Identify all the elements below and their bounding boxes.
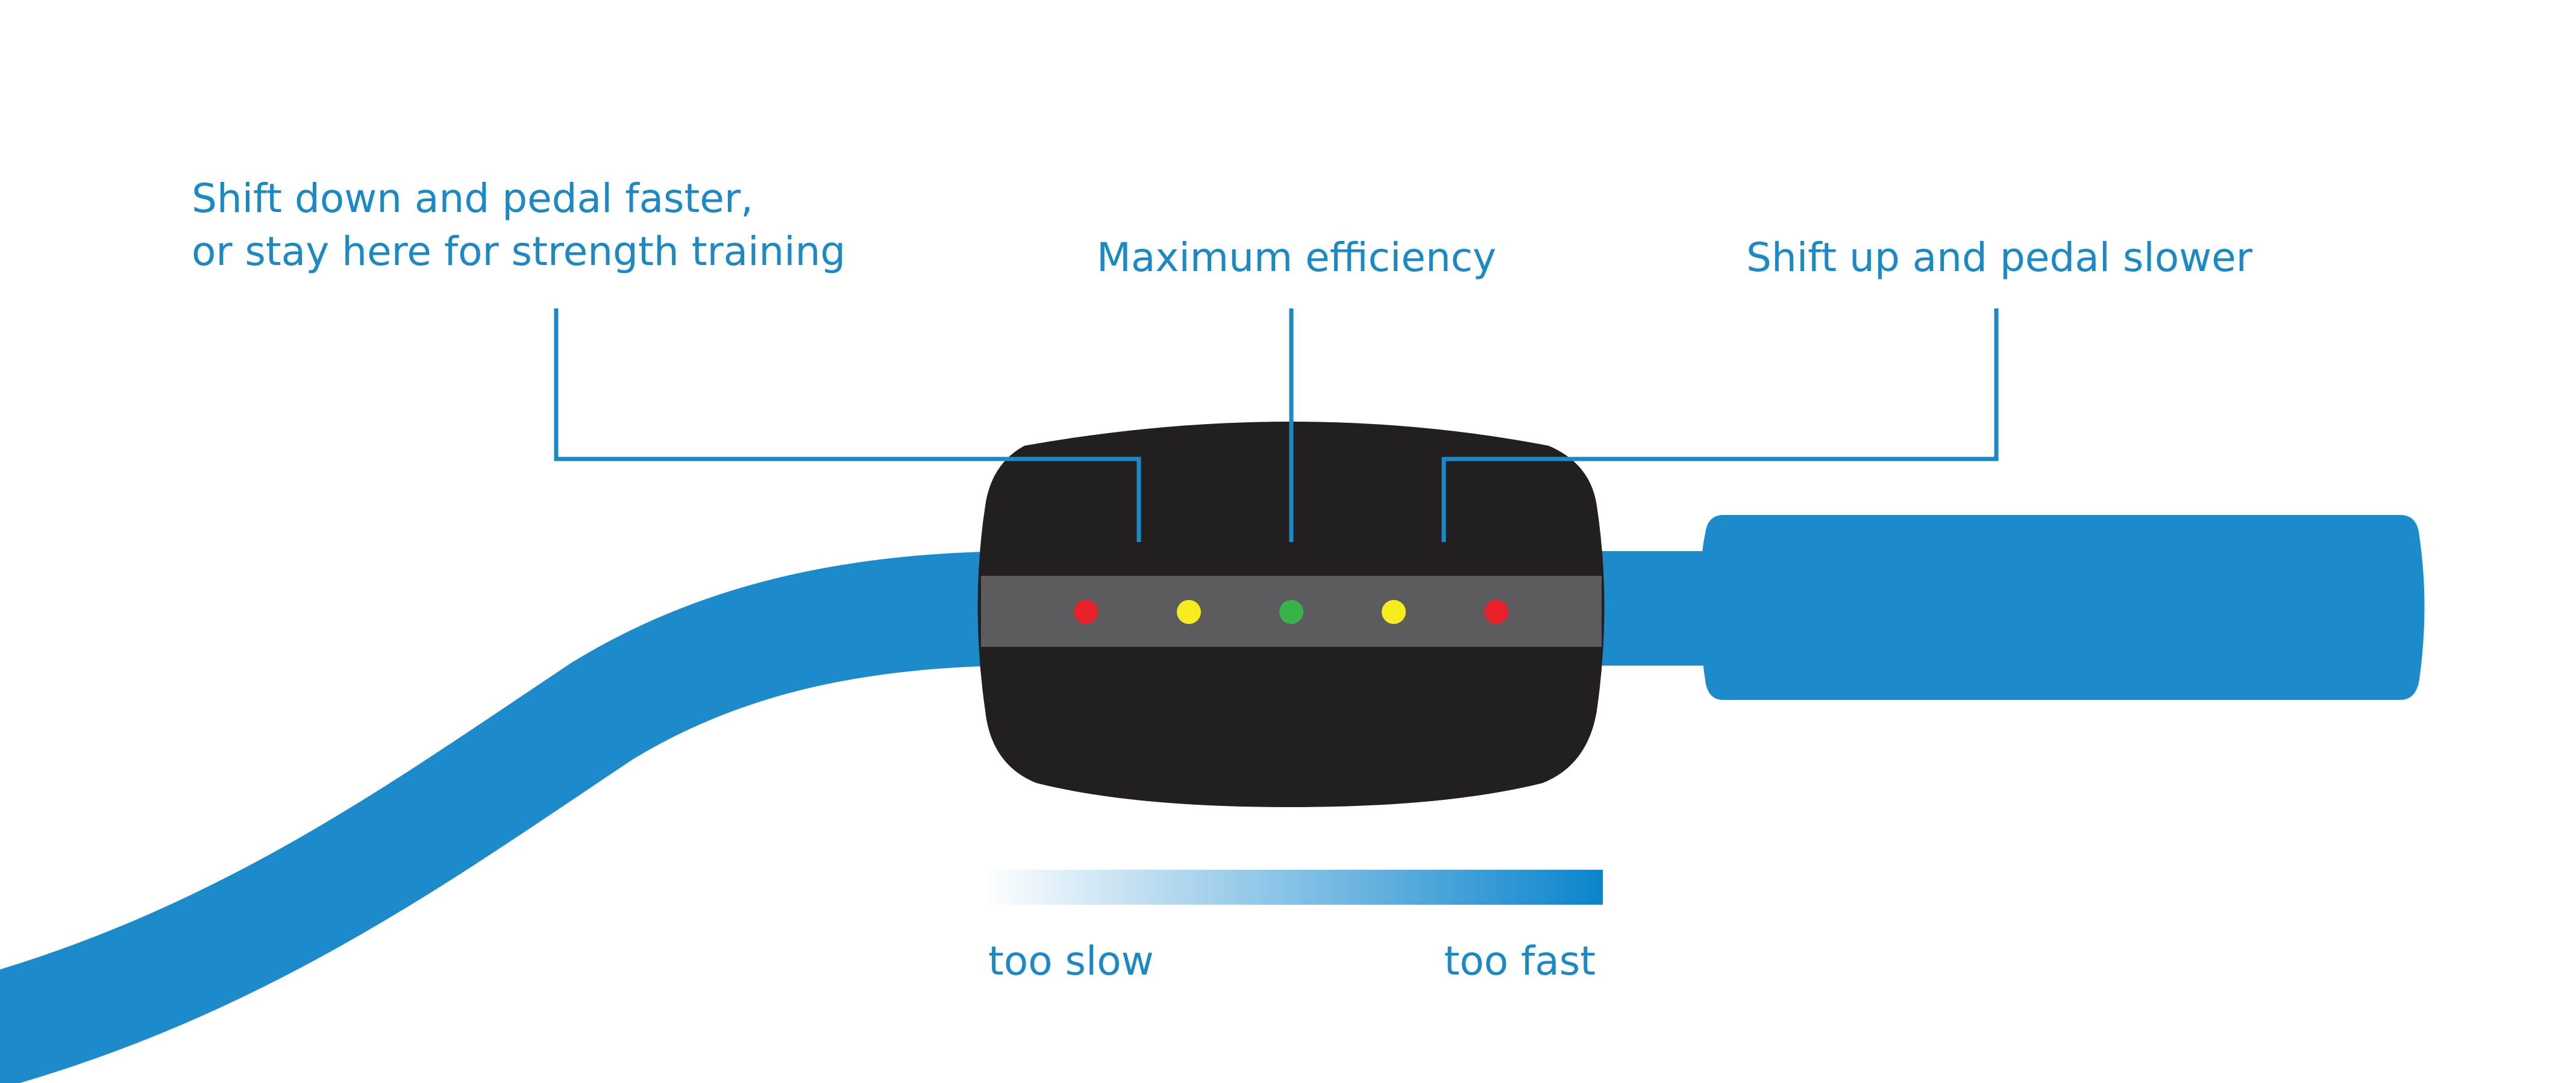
led-green-center xyxy=(1279,600,1303,624)
label-shift-up: Shift up and pedal slower xyxy=(1746,234,2253,281)
callout-line-left xyxy=(554,308,1141,542)
label-too-fast: too fast xyxy=(1444,938,1596,984)
label-shift-down-line2: or stay here for strength training xyxy=(192,228,845,275)
handlebar-grip xyxy=(1702,515,2425,700)
led-yellow-right xyxy=(1382,600,1406,624)
speed-gradient-bar xyxy=(982,870,1603,905)
led-yellow-left xyxy=(1177,600,1201,624)
callout-line-right xyxy=(1441,308,1999,542)
handlebar-tube xyxy=(0,551,1025,1083)
label-maximum-efficiency: Maximum efficiency xyxy=(1097,234,1496,281)
led-red-right xyxy=(1484,600,1508,624)
led-red-left xyxy=(1074,600,1098,624)
label-too-slow: too slow xyxy=(988,938,1154,984)
label-shift-down-line1: Shift down and pedal faster, xyxy=(192,175,753,222)
